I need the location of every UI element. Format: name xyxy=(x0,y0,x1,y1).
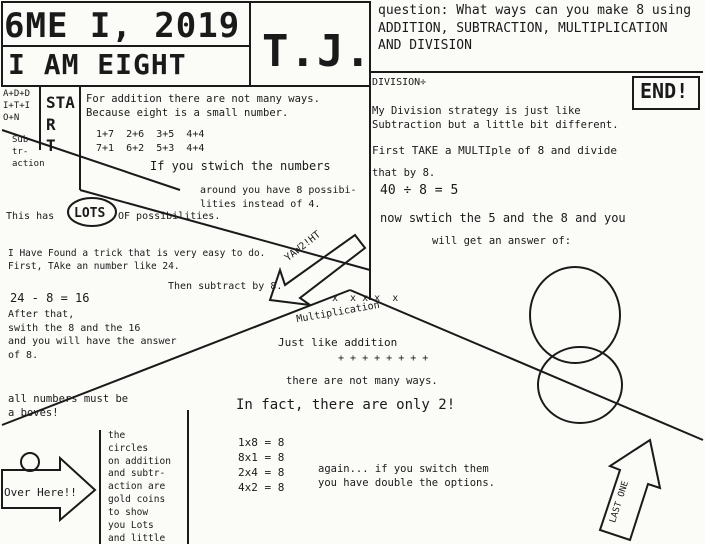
subtraction-trick: I Have Found a trick that is very easy t… xyxy=(8,248,266,272)
multiplication-just: Just like addition xyxy=(278,336,398,349)
addition-around: around you have 8 possibi- lities instea… xyxy=(200,185,357,210)
division-by: that by 8. xyxy=(372,167,436,179)
addition-text: For addition there are not many ways. Be… xyxy=(86,93,320,120)
class-year: 6ME I, 2019 xyxy=(4,6,241,46)
subtraction-rule: all numbers must be a boves! xyxy=(8,393,129,420)
subtraction-label: Sub- tr- action xyxy=(12,135,45,170)
subtraction-then: Then subtract by 8. xyxy=(168,281,283,292)
addition-corner: A+D+D I+T+I O+N xyxy=(3,89,31,124)
end-box xyxy=(632,76,700,110)
multiplication-eqs: 1x8 = 8 8x1 = 8 2x4 = 8 4x2 = 8 xyxy=(238,436,285,494)
age-title: I AM EIGHT xyxy=(8,48,187,81)
division-first: First TAKE a MULTIple of 8 and divide xyxy=(372,144,618,157)
subtraction-lots-rest: OF possibilities. xyxy=(118,211,221,222)
multiplication-x-marks: x x x x x xyxy=(332,293,399,304)
subtraction-lots: This has xyxy=(6,211,55,222)
addition-switch: If you stwich the numbers xyxy=(150,159,331,173)
lots-word: LOTS xyxy=(74,206,106,221)
addition-sums: 1+7 2+6 3+5 4+4 7+1 6+2 5+3 4+4 xyxy=(96,129,205,154)
division-will: will get an answer of: xyxy=(432,235,572,247)
multiplication-only: In fact, there are only 2! xyxy=(236,397,456,413)
subtraction-eq: 24 - 8 = 16 xyxy=(10,291,90,305)
division-now: now swtich the 5 and the 8 and you xyxy=(380,211,626,225)
multiplication-plus: + + + + + + + + xyxy=(338,353,429,364)
over-here-label: Over Here!! xyxy=(4,486,77,499)
multiplication-few: there are not many ways. xyxy=(286,375,438,387)
question: question: What ways can you make 8 using… xyxy=(378,3,692,54)
division-text: My Division strategy is just like Subtra… xyxy=(372,105,619,132)
circles-note: the circles on addition and subtr- actio… xyxy=(108,430,171,544)
subtraction-after: After that, swith the 8 and the 16 and y… xyxy=(8,309,177,361)
division-label: DIVISION÷ xyxy=(372,77,427,88)
division-eq: 40 ÷ 8 = 5 xyxy=(380,183,459,198)
end-label: END! xyxy=(640,79,689,103)
multiplication-again: again... if you switch them you have dou… xyxy=(318,463,496,490)
initials: T.J. xyxy=(262,26,372,77)
start-label: STA R T xyxy=(46,93,75,156)
